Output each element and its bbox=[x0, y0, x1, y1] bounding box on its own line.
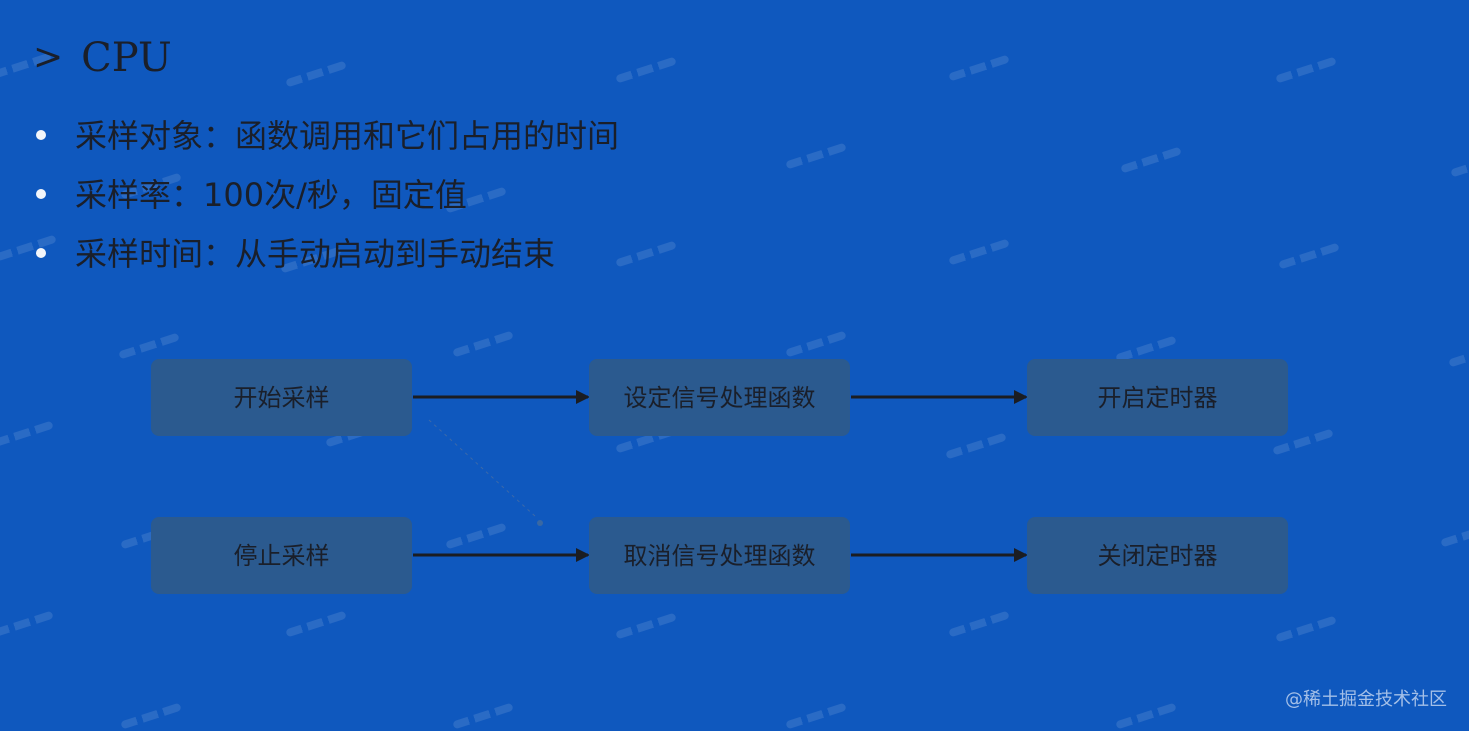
page-title: > CPU bbox=[33, 28, 172, 88]
title-arrow-marker: > bbox=[33, 37, 64, 78]
bullet-text-sampling-rate: 采样率：100次/秒，固定值 bbox=[75, 175, 467, 214]
bullet-text-sampling-time: 采样时间：从手动启动到手动结束 bbox=[75, 234, 556, 273]
title-text: CPU bbox=[81, 35, 172, 81]
diagonal-guide-line bbox=[428, 419, 537, 518]
bullet-text-sampling-target: 采样对象：函数调用和它们占用的时间 bbox=[75, 116, 620, 155]
source-watermark: @稀土掘金技术社区 bbox=[1285, 689, 1447, 710]
bullet-item-sampling-rate: 采样率：100次/秒，固定值 bbox=[33, 165, 619, 224]
node-cancel-signal-handler: 取消信号处理函数 bbox=[589, 517, 850, 594]
bullet-list: 采样对象：函数调用和它们占用的时间 采样率：100次/秒，固定值 采样时间：从手… bbox=[33, 106, 619, 283]
node-stop-timer: 关闭定时器 bbox=[1027, 517, 1288, 594]
bullet-dot-icon bbox=[36, 130, 46, 140]
bullet-item-sampling-target: 采样对象：函数调用和它们占用的时间 bbox=[33, 106, 619, 165]
node-start-timer: 开启定时器 bbox=[1027, 359, 1288, 436]
guide-end-point bbox=[537, 520, 543, 526]
node-start-sampling: 开始采样 bbox=[151, 359, 412, 436]
node-set-signal-handler: 设定信号处理函数 bbox=[589, 359, 850, 436]
bullet-dot-icon bbox=[36, 189, 46, 199]
bullet-dot-icon bbox=[36, 248, 46, 258]
bullet-item-sampling-time: 采样时间：从手动启动到手动结束 bbox=[33, 224, 619, 283]
node-stop-sampling: 停止采样 bbox=[151, 517, 412, 594]
